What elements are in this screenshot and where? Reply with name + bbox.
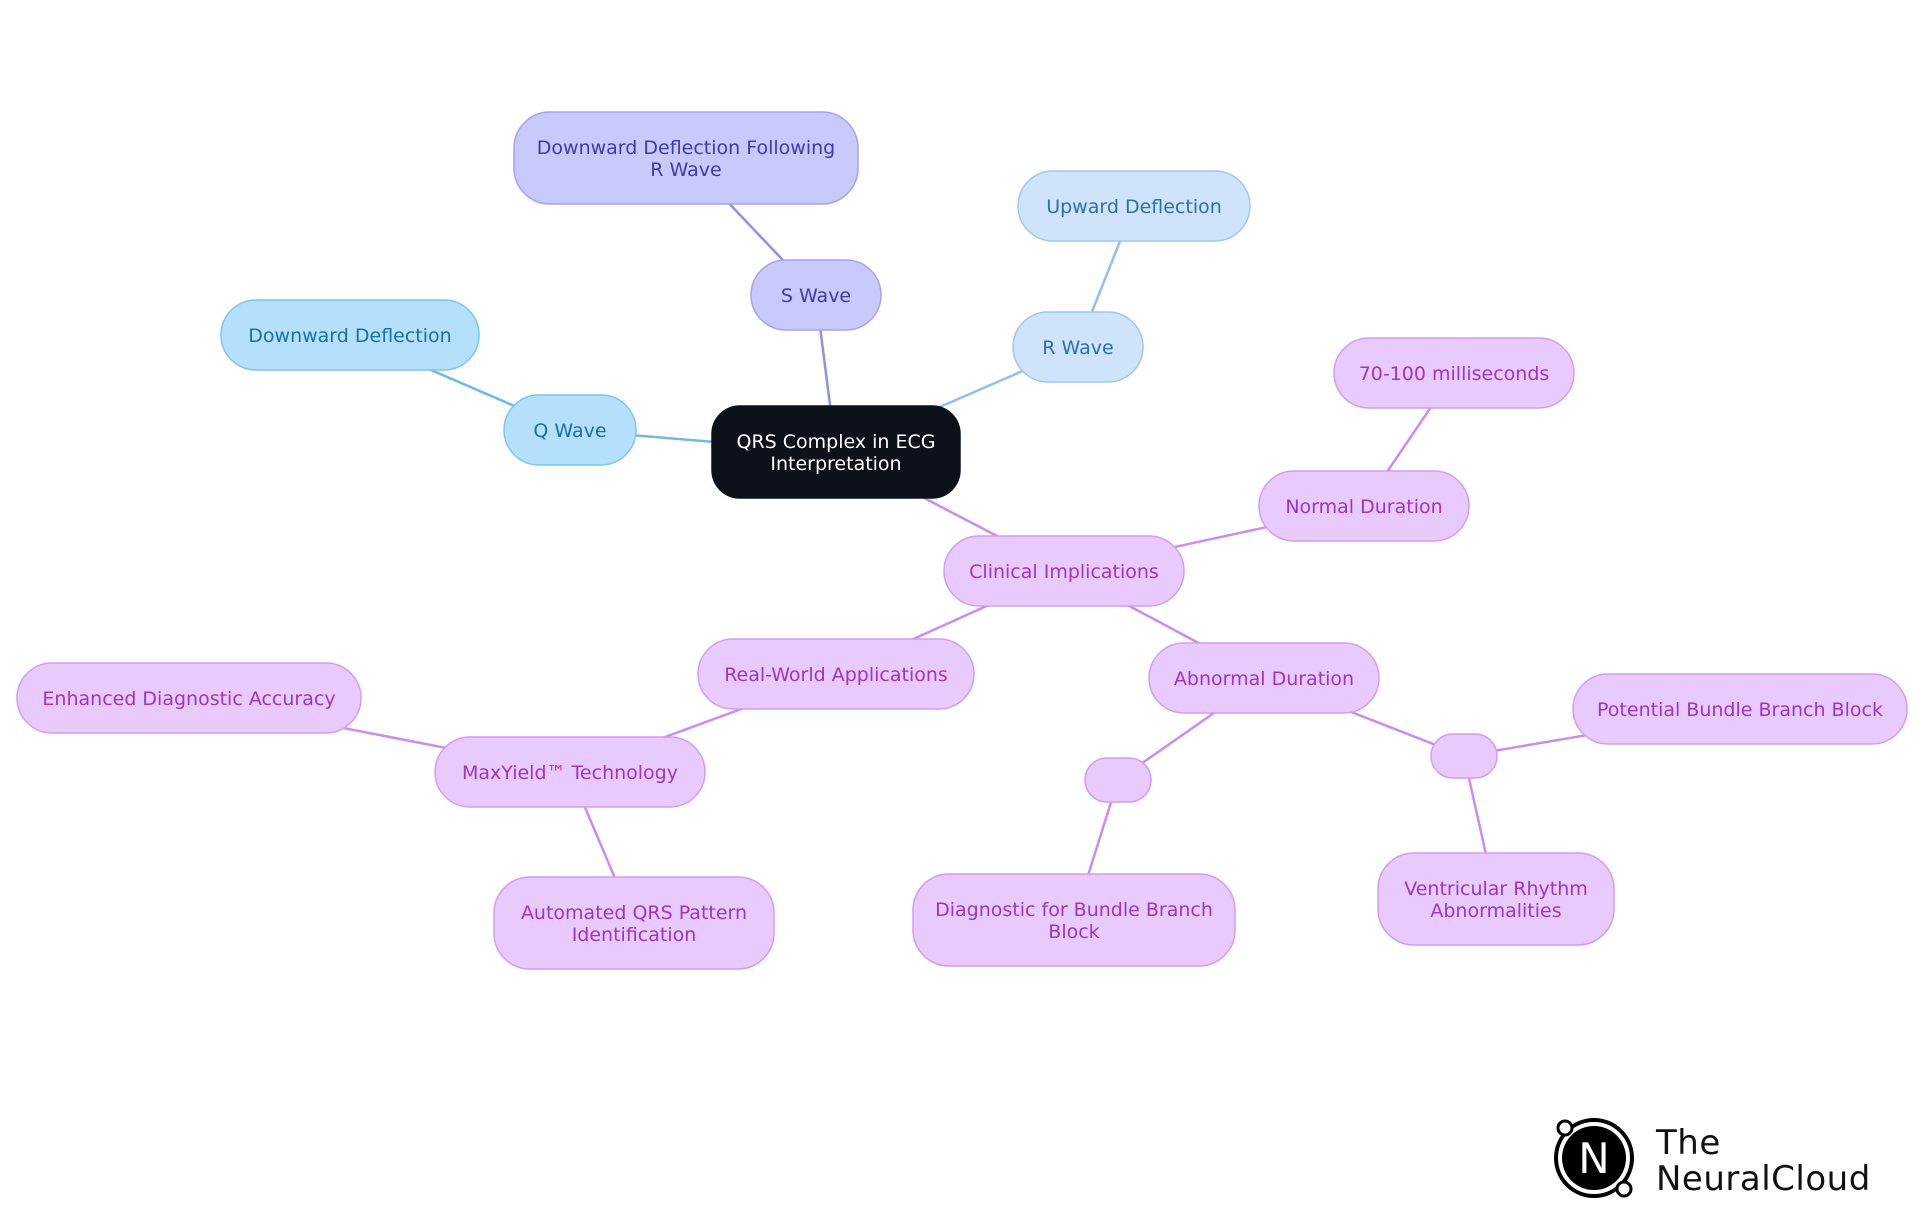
node-box-mx1: [16, 662, 362, 734]
node-box-q1: [220, 299, 480, 371]
node-label-e1a: Block: [1048, 921, 1099, 943]
node-box-root: [711, 405, 961, 499]
node-box-nd: [1258, 470, 1470, 542]
node-label-s1: Downward Deflection Following: [537, 137, 835, 159]
node-box-r1: [1017, 170, 1251, 242]
node-label-ad: Abnormal Duration: [1174, 668, 1354, 690]
node-label-nd1: 70-100 milliseconds: [1359, 363, 1550, 385]
node-label-s1: R Wave: [650, 159, 721, 181]
node-label-mx1: Enhanced Diagnostic Accuracy: [42, 688, 335, 710]
node-q: Q Wave: [503, 394, 637, 466]
node-label-mx: MaxYield™ Technology: [462, 762, 678, 784]
node-nd: Normal Duration: [1258, 470, 1470, 542]
node-s: S Wave: [750, 259, 882, 331]
neuralcloud-logo: N The NeuralCloud: [1550, 1113, 1910, 1203]
node-e2a: Potential Bundle Branch Block: [1572, 673, 1908, 745]
node-label-mx2: Identification: [572, 924, 697, 946]
node-box-e2: [1430, 733, 1498, 779]
node-label-rw: Real-World Applications: [724, 664, 948, 686]
node-box-nd1: [1333, 337, 1575, 409]
logo-line-neuralcloud: NeuralCloud: [1656, 1159, 1871, 1199]
node-label-ci: Clinical Implications: [969, 561, 1159, 583]
node-ci: Clinical Implications: [943, 535, 1185, 607]
logo-line-the: The: [1656, 1123, 1721, 1163]
node-box-rw: [697, 638, 975, 710]
node-r1: Upward Deflection: [1017, 170, 1251, 242]
node-label-q: Q Wave: [533, 420, 606, 442]
node-label-s: S Wave: [781, 285, 851, 307]
node-box-e2a: [1572, 673, 1908, 745]
node-q1: Downward Deflection: [220, 299, 480, 371]
node-e2: [1430, 733, 1498, 779]
node-box-e2b: [1377, 852, 1615, 946]
node-label-nd: Normal Duration: [1285, 496, 1442, 518]
logo-wordmark: The NeuralCloud: [1656, 1125, 1871, 1197]
node-box-mx2: [493, 876, 775, 970]
node-box-e1a: [912, 873, 1236, 967]
node-label-e2b: Abnormalities: [1430, 900, 1561, 922]
node-box-r: [1012, 311, 1144, 383]
node-label-root: QRS Complex in ECG: [737, 431, 936, 453]
node-box-s: [750, 259, 882, 331]
node-box-ad: [1148, 642, 1380, 714]
node-label-e1a: Diagnostic for Bundle Branch: [935, 899, 1213, 921]
node-ad: Abnormal Duration: [1148, 642, 1380, 714]
neuralcloud-logo-icon: N: [1554, 1118, 1634, 1198]
node-label-e2b: Ventricular Rhythm: [1404, 878, 1588, 900]
node-box-e1: [1084, 757, 1152, 803]
node-mx1: Enhanced Diagnostic Accuracy: [16, 662, 362, 734]
node-r: R Wave: [1012, 311, 1144, 383]
logo-mark-letter: N: [1578, 1134, 1609, 1183]
node-e1: [1084, 757, 1152, 803]
node-nd1: 70-100 milliseconds: [1333, 337, 1575, 409]
node-mx: MaxYield™ Technology: [434, 736, 706, 808]
node-label-root: Interpretation: [770, 453, 901, 475]
node-label-r1: Upward Deflection: [1046, 196, 1222, 218]
node-label-mx2: Automated QRS Pattern: [521, 902, 747, 924]
node-box-ci: [943, 535, 1185, 607]
node-label-q1: Downward Deflection: [248, 325, 451, 347]
node-box-mx: [434, 736, 706, 808]
node-label-e2a: Potential Bundle Branch Block: [1597, 699, 1883, 721]
node-box-s1: [513, 111, 859, 205]
node-label-r: R Wave: [1042, 337, 1113, 359]
node-box-q: [503, 394, 637, 466]
node-rw: Real-World Applications: [697, 638, 975, 710]
